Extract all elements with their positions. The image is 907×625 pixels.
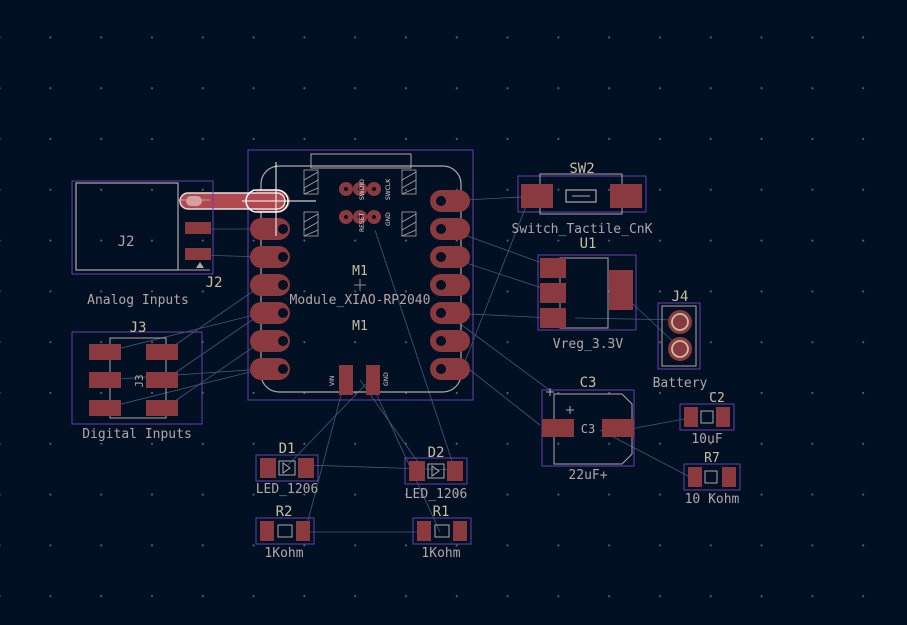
u1-reference: U1 xyxy=(580,236,597,252)
c3-capacitor[interactable]: C3 C3 22uF+ xyxy=(541,375,635,483)
module-pin-labels: RESET SWDIO SWCLK GND xyxy=(359,178,392,232)
sw2-value: Switch_Tactile_CnK xyxy=(512,222,653,237)
pin-label-vin: VIN xyxy=(329,376,336,386)
d1-value: LED_1206 xyxy=(256,482,319,497)
c3-inner-reference: C3 xyxy=(581,422,595,436)
d2-value: LED_1206 xyxy=(405,487,468,502)
module-origin-cross xyxy=(354,279,366,291)
j2-inner-reference: J2 xyxy=(118,234,135,250)
c3-value: 22uF+ xyxy=(568,468,607,483)
keepout-hatches xyxy=(303,169,417,237)
c2-capacitor[interactable]: C2 10uF xyxy=(679,391,735,447)
cursor-crosshair xyxy=(242,162,316,236)
j4-reference: J4 xyxy=(672,289,689,305)
r2-resistor[interactable]: R2 1Kohm xyxy=(255,504,315,561)
module-reference: M1 xyxy=(352,264,368,279)
module-right-pads[interactable] xyxy=(430,190,470,380)
pin-label-reset: RESET xyxy=(359,212,366,232)
pin-label-swdio: SWDIO xyxy=(359,179,366,200)
r7-reference: R7 xyxy=(704,451,720,466)
d1-led[interactable]: D1 LED_1206 xyxy=(255,441,319,497)
r1-resistor[interactable]: R1 1Kohm xyxy=(412,504,472,561)
r1-value: 1Kohm xyxy=(421,546,460,561)
d1-reference: D1 xyxy=(279,441,296,457)
r2-reference: R2 xyxy=(276,504,293,520)
j3-inner-reference: J3 xyxy=(133,374,146,387)
module-gnd-pad[interactable] xyxy=(366,365,380,395)
pin-label-swclk: SWCLK xyxy=(385,178,392,200)
c3-reference: C3 xyxy=(580,375,597,391)
u1-value: Vreg_3.3V xyxy=(553,337,624,352)
u1-regulator[interactable]: U1 Vreg_3.3V xyxy=(537,236,637,352)
r2-value: 1Kohm xyxy=(264,546,303,561)
j2-reference: J2 xyxy=(206,275,223,291)
module-right-holes xyxy=(436,196,446,374)
j4-value: Battery xyxy=(653,376,708,391)
j2-analog-inputs[interactable]: J2 J2 Analog Inputs xyxy=(71,180,223,308)
r7-value: 10 Kohm xyxy=(685,492,740,507)
c2-reference: C2 xyxy=(709,391,725,406)
module-vin-pad[interactable] xyxy=(339,365,353,395)
module-reference-fab: M1 xyxy=(352,319,368,334)
module-debug-holes xyxy=(344,187,376,219)
pin-label-gnd: GND xyxy=(385,212,392,226)
j3-reference: J3 xyxy=(130,320,147,336)
r1-reference: R1 xyxy=(433,504,450,520)
j3-value: Digital Inputs xyxy=(82,427,192,442)
module-value: Module_XIAO-RP2040 xyxy=(290,293,431,308)
j4-battery[interactable]: J4 Battery xyxy=(653,289,708,391)
d2-reference: D2 xyxy=(428,445,445,461)
sw2-reference: SW2 xyxy=(569,161,594,177)
pin-label-gnd-bottom: GND xyxy=(383,372,390,386)
d2-led[interactable]: D2 LED_1206 xyxy=(404,445,468,502)
j2-value: Analog Inputs xyxy=(87,293,189,308)
module-xiao-rp2040[interactable]: RESET SWDIO SWCLK GND VIN GND M1 Module_… xyxy=(247,149,474,401)
sw2-switch[interactable]: SW2 Switch_Tactile_CnK xyxy=(512,161,653,237)
c2-value: 10uF xyxy=(691,432,722,447)
j3-digital-inputs[interactable]: J3 J3 Digital Inputs xyxy=(71,320,203,442)
r7-resistor[interactable]: R7 10 Kohm xyxy=(683,451,741,507)
